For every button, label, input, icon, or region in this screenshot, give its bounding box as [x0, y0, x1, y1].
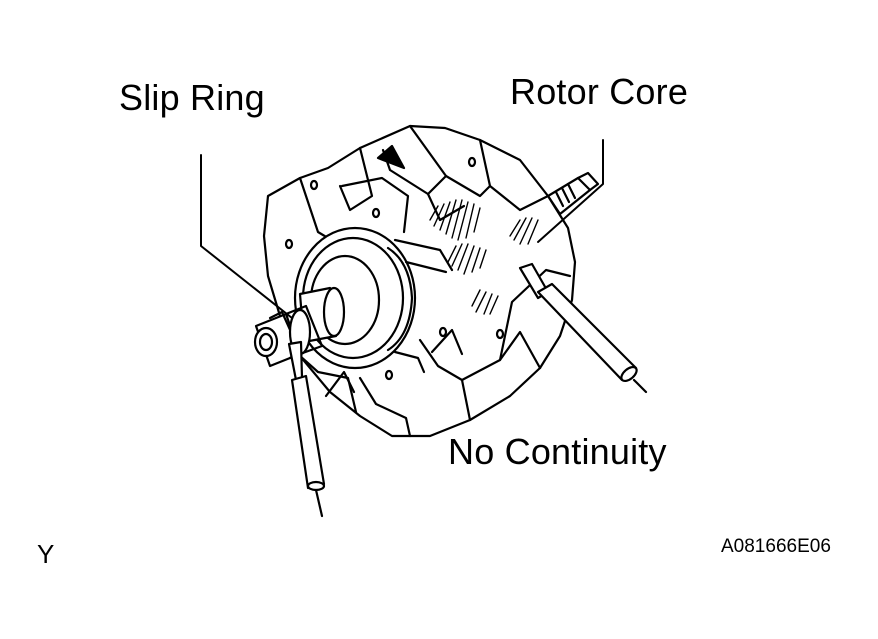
leader-lines [200, 139, 604, 319]
winding-hatching [429, 199, 539, 315]
probe-left [287, 340, 326, 518]
slip-ring-label: Slip Ring [119, 77, 265, 118]
rotor-core-leader-line [537, 139, 604, 243]
figure-code: A081666E06 [721, 536, 831, 557]
no-continuity-label: No Continuity [448, 431, 667, 472]
probe-right [518, 262, 648, 394]
rotor-core-label: Rotor Core [510, 71, 689, 112]
slip-ring-leader-line [200, 154, 293, 319]
corner-mark: Y [37, 539, 55, 569]
